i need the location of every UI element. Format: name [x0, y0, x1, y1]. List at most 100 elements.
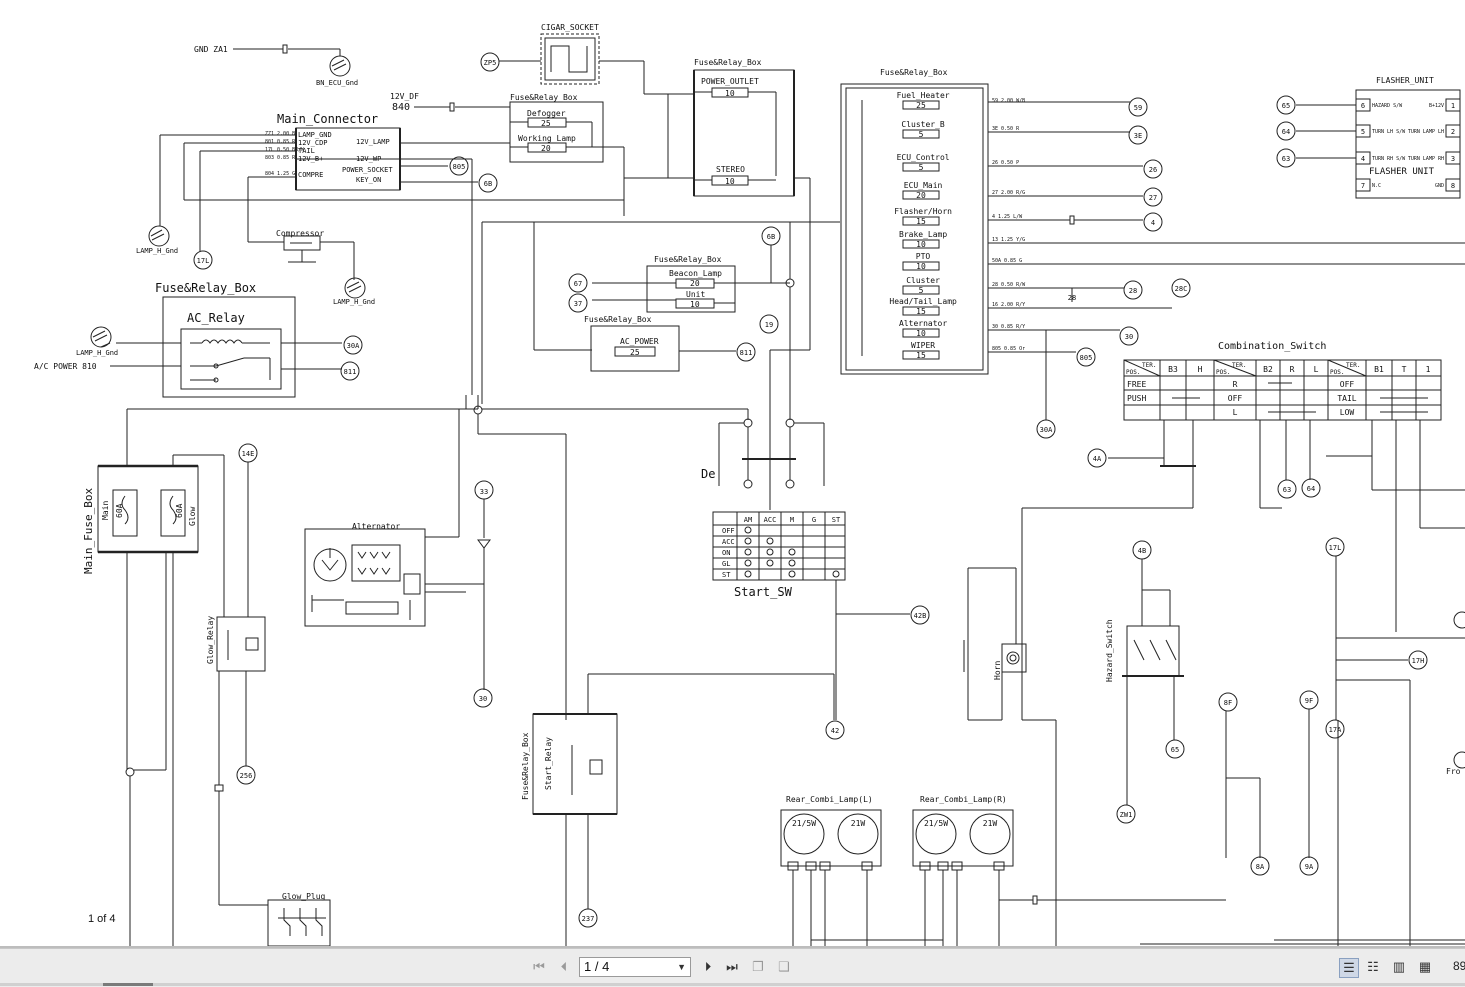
alternator-label: Alternator: [352, 522, 400, 531]
fuse-name: ECU_Main: [904, 181, 943, 190]
bulb-rating: 21W: [983, 819, 998, 828]
flasher-pin-number: 4: [1361, 155, 1365, 163]
comb-col-header: T: [1402, 365, 1407, 374]
comb-ter-label: TER.: [1232, 362, 1246, 369]
two-page-continuous-icon[interactable]: ▦: [1418, 959, 1432, 974]
wire-label: 59 2.00 W/B: [992, 98, 1025, 104]
start-relay-box-label: Fuse&Relay_Box: [521, 732, 530, 800]
comb-row-label: R: [1233, 380, 1238, 389]
last-page-icon[interactable]: ⏭: [726, 959, 738, 974]
node-label: 19: [765, 321, 773, 329]
flasher-pin-number: 7: [1361, 182, 1365, 190]
node-label: 30: [479, 695, 487, 703]
node-label: 4A: [1093, 455, 1102, 463]
continuous-icon[interactable]: ❐: [752, 959, 764, 974]
12v-df-label: 12V_DF: [390, 92, 419, 101]
first-page-icon[interactable]: ⏮: [533, 959, 545, 974]
hazard-switch-label: Hazard_Switch: [1105, 619, 1114, 682]
page-select[interactable]: 1 / 4 ▼: [579, 957, 691, 977]
start-relay-label: Start_Relay: [544, 737, 553, 790]
fuse-rating: 15: [916, 217, 926, 226]
node-label: 9A: [1305, 863, 1314, 871]
wire-label: 27 2.00 R/G: [992, 190, 1025, 196]
start-sw-header: AM: [744, 516, 752, 524]
node-label: 17L: [1329, 544, 1342, 552]
two-page-continuous-icon[interactable]: ❑: [778, 959, 790, 974]
stereo-label: STEREO: [716, 165, 745, 174]
zoom-level[interactable]: 89: [1453, 959, 1465, 973]
main-connector-pin: 12V_B+: [298, 155, 323, 163]
flasher-pin-label: TURN LH S/W: [1372, 129, 1406, 135]
node-label: 27: [1149, 194, 1157, 202]
start-sw-row-label: ON: [722, 549, 730, 557]
fuse-relay-box-outlet-title: Fuse&Relay_Box: [694, 58, 762, 67]
two-page-icon[interactable]: ▥: [1392, 959, 1406, 974]
comb-ter-label: TER.: [1346, 362, 1360, 369]
comb-col-header: B3: [1168, 365, 1178, 374]
node-label: 17H: [1412, 657, 1425, 665]
power-outlet-rating: 10: [725, 89, 735, 98]
start-sw-row-label: ST: [722, 571, 731, 579]
glow-fuse-label: Glow: [188, 507, 197, 526]
start-sw-contact: [744, 526, 752, 534]
fuse-name: ECU_Control: [897, 153, 950, 162]
node-label: 63: [1283, 486, 1291, 494]
beacon-lamp-label: Beacon_Lamp: [669, 269, 722, 278]
fuse-relay-box-main-title: Fuse&Relay_Box: [880, 68, 948, 77]
node-label: ZP5: [484, 59, 497, 67]
flasher-pin-number: 3: [1451, 155, 1455, 163]
node-label: 6B: [484, 180, 492, 188]
node-label: 67: [574, 280, 582, 288]
node-label: 30A: [347, 342, 360, 350]
rear-combi-r-label: Rear_Combi_Lamp(R): [920, 795, 1007, 804]
prev-page-icon[interactable]: ⏴: [560, 959, 568, 974]
ac-power-810-label: A/C POWER 810: [34, 362, 97, 371]
bulb-rating: 21/5W: [792, 819, 816, 828]
comb-row-label: OFF: [1228, 394, 1243, 403]
start-sw-header: M: [790, 516, 794, 524]
node-label: 64: [1307, 485, 1315, 493]
start-sw-header: G: [812, 516, 816, 524]
comb-col-header: R: [1290, 365, 1295, 374]
single-page-icon[interactable]: ☰: [1339, 958, 1359, 978]
working-lamp-label: Working_Lamp: [518, 134, 576, 143]
comb-col-header: L: [1314, 365, 1319, 374]
node-label: 42B: [914, 612, 927, 620]
node-label: 811: [344, 368, 357, 376]
node-label: 37: [574, 300, 582, 308]
compressor-label: Compressor: [276, 229, 324, 238]
main-connector-pin: COMPRE: [298, 171, 323, 179]
node-label: 9F: [1305, 697, 1313, 705]
node-label: 65: [1282, 102, 1290, 110]
start-sw-header: ACC: [764, 516, 777, 524]
bn-ecu-gnd-label: BN_ECU_Gnd: [316, 79, 358, 87]
node-label: 805: [1080, 354, 1093, 362]
fuse-rating: 5: [919, 130, 924, 139]
fuse-element: [902, 261, 940, 271]
wire-label: 30 0.85 R/Y: [992, 324, 1025, 330]
fuse-element: [902, 285, 940, 295]
start-sw-contact: [788, 559, 796, 567]
node-label: 805: [453, 163, 466, 171]
node-label: ZW1: [1120, 811, 1133, 819]
next-page-icon[interactable]: ⏵: [704, 959, 712, 974]
wire-label: ZZ1 2.00 B: [265, 131, 295, 137]
start-sw-row-label: GL: [722, 560, 730, 568]
main-connector-pin: LAMP_GND: [298, 131, 332, 139]
main-connector-right-pin: 12V_LAMP: [356, 138, 390, 146]
start-sw-row-label: OFF: [722, 527, 735, 535]
flasher-pin-number: 5: [1361, 128, 1365, 136]
node-label: 28: [1129, 287, 1137, 295]
comb-row-label: LOW: [1340, 408, 1355, 417]
bottom-strip: [0, 983, 1465, 986]
fuse-rating: 25: [916, 101, 926, 110]
wire-label: 17L 0.50 BR/W: [265, 147, 305, 153]
comb-ter-label: TER.: [1142, 362, 1156, 369]
fuse-element: [902, 162, 940, 172]
ac-relay-label: AC_Relay: [187, 311, 245, 325]
flasher-pin-number: 2: [1451, 128, 1455, 136]
wiring-diagram: GND ZA1 BN_ECU_Gnd CIGAR_SOCKET 12V_DF 8…: [34, 23, 1465, 947]
wire-label: 801 0.85 R: [265, 139, 296, 145]
partial-fro-label: Fro: [1446, 767, 1461, 776]
continuous-icon[interactable]: ☷: [1367, 959, 1379, 974]
